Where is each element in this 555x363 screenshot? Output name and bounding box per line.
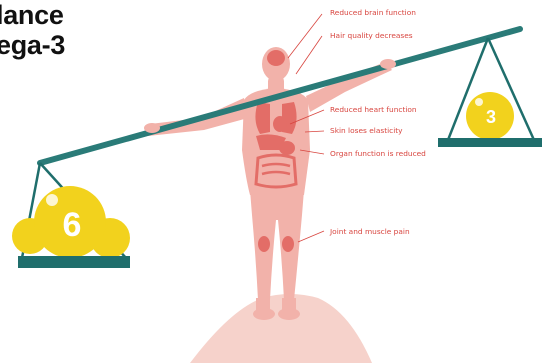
heart-icon — [273, 116, 287, 132]
brain-icon — [267, 50, 285, 66]
knee-joint-icon — [258, 236, 270, 252]
left-weight-label: 6 — [63, 206, 82, 244]
knee-joint-icon — [282, 236, 294, 252]
left-pan — [18, 256, 130, 268]
ground-mound — [190, 294, 372, 363]
annotation-hair: Hair quality decreases — [330, 32, 413, 39]
annotation-brain: Reduced brain function — [330, 9, 416, 16]
human-body-figure — [148, 47, 392, 320]
left-scale: 6 — [12, 163, 130, 268]
annotation-joint: Joint and muscle pain — [330, 228, 410, 235]
annotation-heart: Reduced heart function — [330, 106, 417, 113]
annotation-skin: Skin loses elasticity — [330, 127, 403, 134]
right-pan — [438, 138, 542, 147]
stomach-icon — [279, 141, 295, 155]
annotation-organ: Organ function is reduced — [330, 150, 426, 157]
right-weight-label: 3 — [486, 107, 496, 127]
right-scale: 3 — [438, 38, 542, 147]
